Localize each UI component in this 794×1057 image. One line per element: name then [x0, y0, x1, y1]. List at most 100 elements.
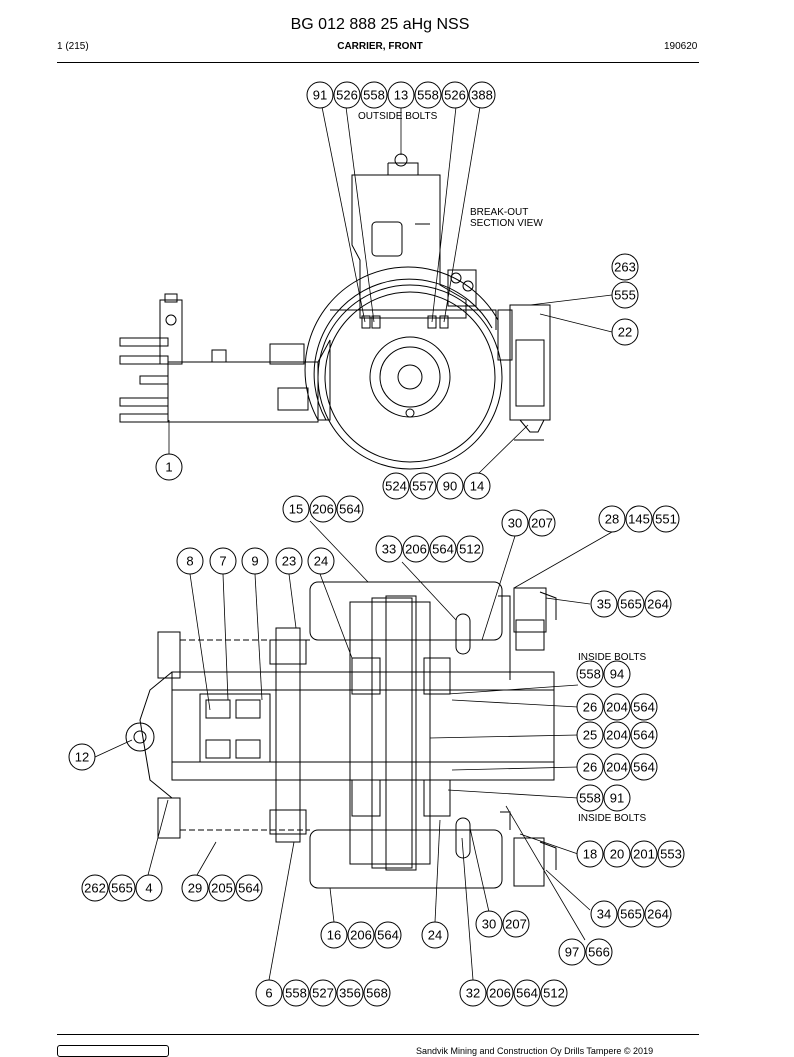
wheel-hub [369, 336, 451, 418]
callout-number: 564 [516, 986, 538, 1001]
callout-bubble [630, 840, 658, 868]
callout-number: 9 [251, 554, 258, 569]
callout-number: 22 [618, 325, 632, 340]
callout-number: 29 [188, 881, 202, 896]
callout-group-9: 9 [241, 547, 269, 575]
callout-number: 564 [377, 928, 399, 943]
callout-group-1: 1 [155, 453, 183, 481]
callout-number: 512 [459, 542, 481, 557]
callout-number: 564 [633, 700, 655, 715]
callout-number: 26 [583, 760, 597, 775]
doc-code: 190620 [664, 41, 698, 52]
callout-number: 564 [633, 728, 655, 743]
callout-bubble [374, 921, 402, 949]
callout-bubble [644, 590, 672, 618]
callout-bubble [336, 495, 364, 523]
callout-bubble [255, 979, 283, 1007]
callout-number: 207 [531, 516, 553, 531]
callout-bubble [282, 495, 310, 523]
callout-bubble [241, 547, 269, 575]
callout-group-16: 16 206 564 [320, 921, 402, 949]
callout-bubble [108, 874, 136, 902]
callout-number: 206 [312, 502, 334, 517]
callout-bubble [336, 979, 364, 1007]
callout-group-24a: 24 [307, 547, 335, 575]
callout-number: 564 [432, 542, 454, 557]
callout-number: 565 [620, 597, 642, 612]
callout-bubble [414, 81, 442, 109]
callout-group-8: 8 [176, 547, 204, 575]
callout-bubble [363, 979, 391, 1007]
note-inside-bolts-bottom: INSIDE BOLTS [578, 813, 646, 824]
callout-number: 263 [614, 260, 636, 275]
callout-number: 564 [339, 502, 361, 517]
callout-number: 18 [583, 847, 597, 862]
callout-number: 553 [660, 847, 682, 862]
frame-tower [351, 174, 467, 319]
callout-number: 558 [417, 88, 439, 103]
callout-number: 205 [211, 881, 233, 896]
callout-bubble [456, 535, 484, 563]
callout-bubble [360, 81, 388, 109]
callout-number: 558 [285, 986, 307, 1001]
callout-number: 20 [610, 847, 624, 862]
wheel-outer [317, 284, 503, 470]
callout-number: 24 [314, 554, 328, 569]
callout-number: 90 [443, 479, 457, 494]
callout-bubble [436, 472, 464, 500]
callout-number: 565 [111, 881, 133, 896]
callout-bubble [611, 318, 639, 346]
callout-group-555: 555 [611, 281, 639, 309]
callout-bubble [576, 693, 604, 721]
callout-group-7: 7 [209, 547, 237, 575]
callout-bubble [429, 535, 457, 563]
callout-number: 24 [428, 928, 442, 943]
callout-number: 4 [145, 881, 152, 896]
callout-number: 207 [505, 917, 527, 932]
callout-number: 564 [238, 881, 260, 896]
callout-group-262: 262 565 4 [81, 874, 163, 902]
callout-group-263: 263 [611, 253, 639, 281]
callout-number: 558 [363, 88, 385, 103]
callout-group-24b: 24 [421, 921, 449, 949]
callout-bubble [611, 281, 639, 309]
callout-group-29: 29 205 564 [181, 874, 263, 902]
section-title: CARRIER, FRONT [337, 41, 423, 52]
callout-number: 8 [186, 554, 193, 569]
callout-bubble [309, 495, 337, 523]
callout-number: 566 [588, 945, 610, 960]
callout-bubble [603, 721, 631, 749]
callout-number: 557 [412, 479, 434, 494]
callout-bubble [576, 660, 604, 688]
callout-number: 524 [385, 479, 407, 494]
callout-number: 262 [84, 881, 106, 896]
callout-number: 32 [466, 986, 480, 1001]
callout-number: 16 [327, 928, 341, 943]
callout-bubble [333, 81, 361, 109]
callout-bubble [68, 743, 96, 771]
callout-bubble [235, 874, 263, 902]
callout-number: 558 [579, 667, 601, 682]
callout-number: 206 [350, 928, 372, 943]
callout-number: 6 [265, 986, 272, 1001]
callout-bubble [630, 693, 658, 721]
callout-number: 527 [312, 986, 334, 1001]
callout-bubble [421, 921, 449, 949]
note-outside-bolts: OUTSIDE BOLTS [358, 111, 438, 122]
hitch-eye [125, 722, 155, 752]
callout-number: 91 [313, 88, 327, 103]
callout-number: 13 [394, 88, 408, 103]
callout-number: 28 [605, 512, 619, 527]
callout-bubble [486, 979, 514, 1007]
